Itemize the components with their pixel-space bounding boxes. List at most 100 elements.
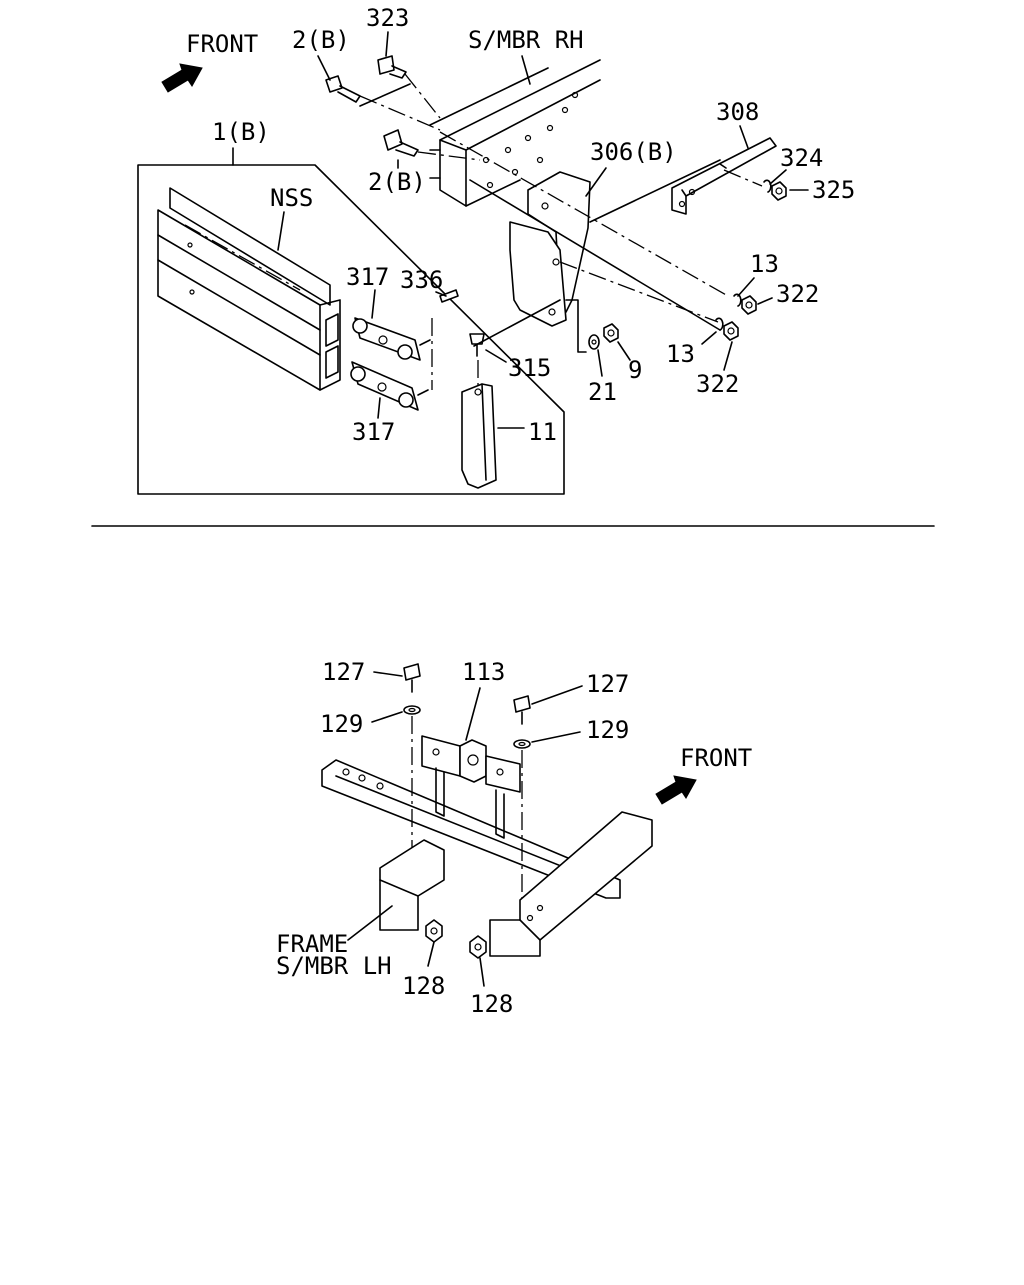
label-323: 323 xyxy=(366,4,409,32)
leader-129-left xyxy=(371,711,403,723)
bolt-315 xyxy=(469,333,485,357)
front-arrow-icon xyxy=(161,63,203,93)
label-324: 324 xyxy=(780,144,823,172)
frame-smbr-lh-left xyxy=(379,839,445,931)
leader-127-left xyxy=(373,671,403,677)
leader-128-right xyxy=(479,957,485,987)
label-336: 336 xyxy=(400,266,443,294)
dash-308 xyxy=(723,169,763,187)
leader-317-bottom xyxy=(377,397,381,419)
dash-2b-mid xyxy=(417,151,481,161)
bolt-2b-top xyxy=(325,75,361,103)
leader-336 xyxy=(435,291,447,297)
label-129-right: 129 xyxy=(586,716,629,744)
bracket-113 xyxy=(421,735,521,839)
leader-129-right xyxy=(531,731,581,743)
leader-13-top xyxy=(737,277,755,297)
label-129-left: 129 xyxy=(320,710,363,738)
label-128-left: 128 xyxy=(402,972,445,1000)
plate-317-upper xyxy=(352,317,431,361)
top-section: FRONT 1(B) NSS xyxy=(137,4,855,495)
label-315: 315 xyxy=(508,354,551,382)
label-11: 11 xyxy=(528,418,557,446)
front-label-bottom: FRONT xyxy=(680,744,752,772)
label-322-top: 322 xyxy=(776,280,819,308)
label-306b: 306(B) xyxy=(590,138,677,166)
leader-323-bracket xyxy=(359,83,411,107)
nut-322-upper xyxy=(741,295,757,315)
washer-21 xyxy=(588,334,600,350)
leader-308 xyxy=(739,125,749,149)
bolt-127-left xyxy=(403,663,421,693)
nut-322-lower xyxy=(723,321,739,341)
line-306-308 xyxy=(589,159,721,223)
label-317-top: 317 xyxy=(346,263,389,291)
label-127-left: 127 xyxy=(322,658,365,686)
nut-9 xyxy=(603,323,619,343)
label-2b-top: 2(B) xyxy=(292,26,350,54)
leader-13-bottom xyxy=(701,331,717,345)
leader-smbr-rh xyxy=(521,55,531,85)
leader-324 xyxy=(769,169,787,185)
label-308: 308 xyxy=(716,98,759,126)
label-nss: NSS xyxy=(270,184,313,212)
leader-113 xyxy=(465,687,481,741)
leader-21 xyxy=(597,349,603,377)
pin-336 xyxy=(439,289,459,303)
leader-322-bottom xyxy=(723,341,733,371)
leader-nss xyxy=(277,211,285,251)
label-325: 325 xyxy=(812,176,855,204)
bolt-2b-mid xyxy=(383,129,419,157)
label-127-right: 127 xyxy=(586,670,629,698)
label-128-right: 128 xyxy=(470,990,513,1018)
label-21: 21 xyxy=(588,378,617,406)
label-frame: FRAME xyxy=(276,930,348,958)
label-13-bottom: 13 xyxy=(666,340,695,368)
plate-317-lower xyxy=(350,361,429,411)
label-9: 9 xyxy=(628,356,642,384)
leader-306b xyxy=(585,167,607,197)
line-long-lower xyxy=(469,179,721,331)
inset-box-outline xyxy=(137,164,565,495)
front-label-top: FRONT xyxy=(186,30,258,58)
label-smbr-lh: S/MBR LH xyxy=(276,952,392,980)
label-13-top: 13 xyxy=(750,250,779,278)
leader-322-top xyxy=(757,297,773,305)
leader-323 xyxy=(385,31,389,57)
bottom-section: FRONT 113 127 xyxy=(276,658,752,1018)
label-322-bottom: 322 xyxy=(696,370,739,398)
nut-128-right xyxy=(469,935,487,959)
dash-long-mid xyxy=(559,261,719,323)
bolt-323 xyxy=(377,55,407,79)
leader-128-left xyxy=(427,941,435,967)
leader-315 xyxy=(485,349,507,363)
leader-317-top xyxy=(371,289,376,319)
washer-324 xyxy=(763,179,772,193)
pad-11 xyxy=(461,383,497,489)
nut-128-left xyxy=(425,919,443,943)
leader-2b-top xyxy=(317,55,331,81)
label-smbr-rh: S/MBR RH xyxy=(468,26,584,54)
bracket-308 xyxy=(671,137,777,215)
leader-9 xyxy=(617,341,631,361)
dash-long-upper xyxy=(439,131,729,297)
bolt-127-right xyxy=(513,695,531,725)
dash-323 xyxy=(404,73,441,119)
line-bracket-to-inset xyxy=(473,299,561,347)
nss-rail xyxy=(157,187,341,391)
dash-2b-top xyxy=(359,95,441,131)
nut-325 xyxy=(771,181,787,201)
front-arrow-icon-bottom xyxy=(655,775,697,805)
washer-129-left xyxy=(403,705,421,715)
washer-129-right xyxy=(513,739,531,749)
side-member-rh xyxy=(429,59,601,207)
label-2b-mid: 2(B) xyxy=(368,168,426,196)
leader-frame xyxy=(347,905,393,941)
label-113: 113 xyxy=(462,658,505,686)
frame-smbr-right xyxy=(489,811,653,957)
leader-127-right xyxy=(531,685,583,705)
bracket-306b xyxy=(509,171,591,353)
label-1b: 1(B) xyxy=(212,118,270,146)
